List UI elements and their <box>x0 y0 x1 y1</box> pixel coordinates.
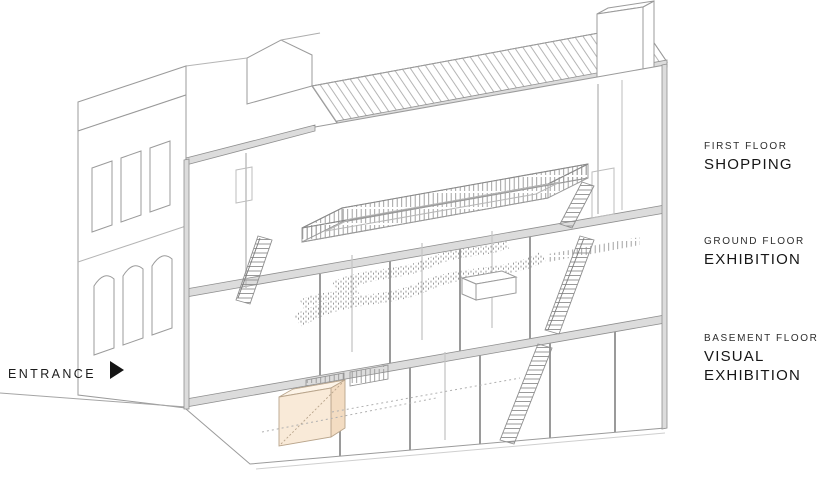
stair-basement <box>499 343 553 445</box>
label-basement-floor: BASEMENT FLOOR VISUAL EXHIBITION <box>704 333 818 385</box>
first-floor-interior <box>235 80 623 288</box>
ground-line <box>0 392 187 408</box>
arched-window <box>151 255 173 336</box>
label-first-floor: FIRST FLOOR SHOPPING <box>704 141 793 174</box>
arched-window <box>122 265 144 346</box>
window <box>149 140 171 213</box>
stair-right-upper <box>559 181 595 229</box>
left-wing-facade <box>77 65 187 409</box>
label-ground-floor: GROUND FLOOR EXHIBITION <box>704 236 805 269</box>
window <box>120 150 142 223</box>
stairs <box>235 181 595 445</box>
exhibition-table <box>460 270 518 301</box>
first-floor-program-label: SHOPPING <box>704 156 793 173</box>
arched-window <box>93 275 115 356</box>
stair-right-lower <box>544 235 595 335</box>
stair-left <box>235 235 273 305</box>
exhibition-dot-field <box>293 237 640 327</box>
basement-floor-level-label: BASEMENT FLOOR <box>704 333 818 344</box>
basement-highlight-box <box>278 379 346 447</box>
entrance-arrow-icon <box>110 361 124 379</box>
dotted-guide-lines <box>261 377 521 433</box>
small-gable-structure <box>185 32 321 105</box>
first-floor-level-label: FIRST FLOOR <box>704 141 788 152</box>
basement-floor-program-line-2: EXHIBITION <box>704 367 802 384</box>
entrance-label: ENTRANCE <box>8 367 96 381</box>
window <box>91 160 113 233</box>
basement-floor-program-line-1: VISUAL <box>704 348 765 365</box>
ground-floor-program-label: EXHIBITION <box>704 251 802 268</box>
first-floor-gallery-ring <box>301 163 589 243</box>
ground-floor-level-label: GROUND FLOOR <box>704 236 805 247</box>
